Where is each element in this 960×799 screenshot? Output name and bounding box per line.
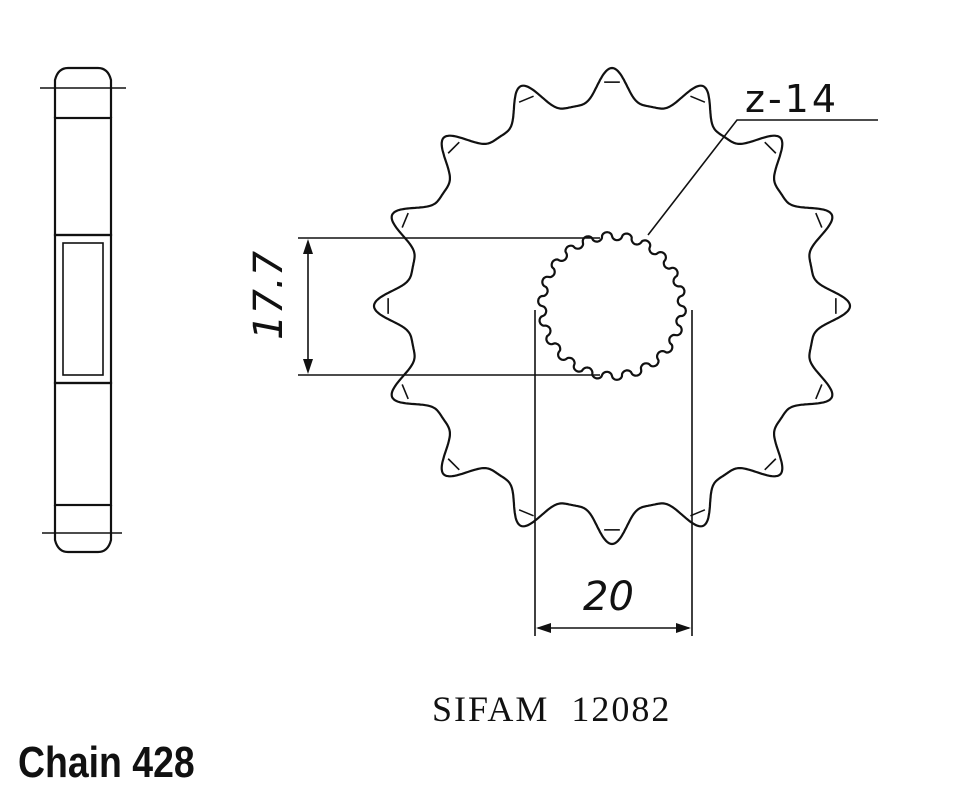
tooth-tip-mark <box>815 384 823 400</box>
tooth-tip-marks <box>387 81 837 531</box>
part-number: SIFAM 12082 <box>432 689 672 729</box>
bore-inner <box>62 242 104 376</box>
tooth-tip-mark <box>815 212 823 228</box>
lower-hatched-section <box>53 381 113 507</box>
spline-bore <box>537 231 687 381</box>
chain-size: Chain 428 <box>18 738 195 787</box>
side-view-bottom-tooth <box>53 505 113 554</box>
width-dimension: 20 <box>534 310 693 636</box>
side-view <box>40 66 126 554</box>
upper-hatched-section <box>53 116 113 237</box>
sprocket-outline <box>372 66 852 546</box>
tooth-tip-mark <box>447 458 460 471</box>
tooth-tip-mark <box>518 95 534 103</box>
width-dimension-label: 20 <box>583 574 634 620</box>
side-view-top-tooth <box>53 66 113 118</box>
tooth-tip-mark <box>447 141 460 154</box>
tooth-tip-mark <box>764 458 777 471</box>
tooth-tip-mark <box>401 384 409 400</box>
tooth-tip-mark <box>764 141 777 154</box>
tooth-tip-mark <box>401 212 409 228</box>
tooth-tip-mark <box>518 509 534 517</box>
teeth-count-callout: z-14 <box>647 77 878 236</box>
sprocket-front-view <box>372 66 852 546</box>
height-dimension: 17.7 <box>246 237 600 376</box>
tooth-tip-mark <box>690 95 706 103</box>
height-dimension-label: 17.7 <box>246 250 292 340</box>
tooth-tip-mark <box>690 509 706 517</box>
teeth-count-label: z-14 <box>745 77 839 121</box>
